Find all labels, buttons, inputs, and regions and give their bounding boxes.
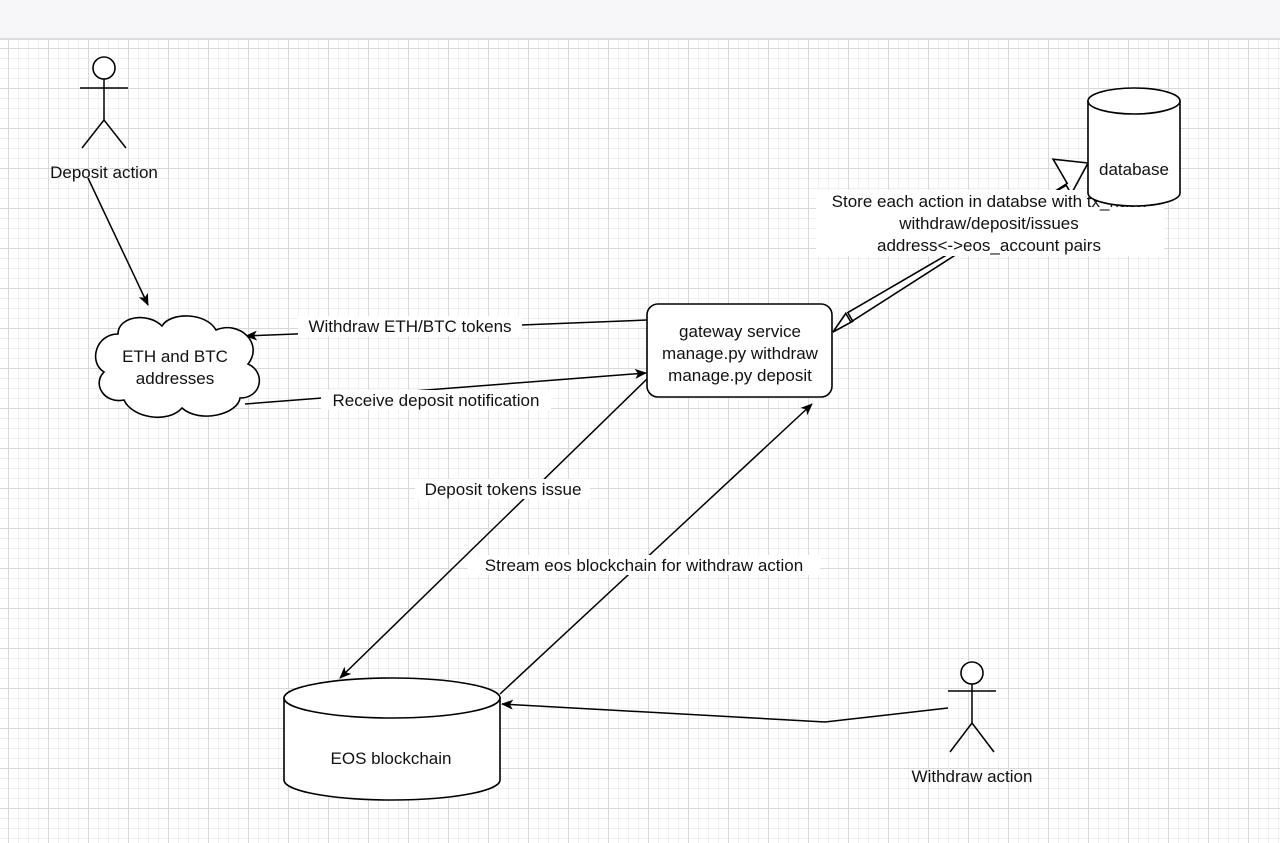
- top-toolbar: [0, 0, 1280, 40]
- deposit-actor-icon[interactable]: [80, 56, 128, 149]
- edge-label-store-action-line2: withdraw/deposit/issues: [898, 214, 1079, 233]
- edge-deposit-to-addresses[interactable]: [87, 177, 149, 306]
- label-bg-deposit-issue: [415, 479, 590, 499]
- edge-eos-to-gateway[interactable]: [499, 403, 813, 695]
- gateway-service-line2: manage.py withdraw: [662, 344, 819, 363]
- edge-label-deposit-issue: Deposit tokens issue: [425, 480, 582, 499]
- database-label: database: [1099, 160, 1169, 179]
- eth-btc-cloud-line1: ETH and BTC: [122, 347, 228, 366]
- eos-blockchain-cylinder[interactable]: [283, 677, 501, 801]
- edge-label-receive-deposit: Receive deposit notification: [333, 391, 540, 410]
- label-bg-receive-deposit: [321, 390, 551, 410]
- eos-blockchain-label: EOS blockchain: [331, 749, 452, 768]
- gateway-service-box[interactable]: [646, 303, 833, 398]
- edge-gateway-to-eos[interactable]: [339, 377, 649, 679]
- withdraw-actor-label: Withdraw action: [912, 767, 1033, 786]
- edge-label-withdraw-tokens: Withdraw ETH/BTC tokens: [308, 317, 511, 336]
- eth-btc-cloud-shape[interactable]: [94, 315, 261, 418]
- edge-label-store-action-line3: address<->eos_account pairs: [877, 236, 1101, 255]
- edge-withdraw-to-eos[interactable]: [501, 699, 949, 723]
- edge-label-stream-eos: Stream eos blockchain for withdraw actio…: [485, 556, 803, 575]
- withdraw-actor-icon[interactable]: [948, 661, 996, 753]
- gateway-service-line3: manage.py deposit: [668, 366, 812, 385]
- edge-database-to-gateway[interactable]: [832, 158, 1090, 333]
- edge-addresses-to-gateway[interactable]: [244, 368, 647, 405]
- eth-btc-cloud-line2: addresses: [136, 369, 214, 388]
- edge-label-store-action-line1: Store each action in databse with tx_has…: [832, 192, 1147, 211]
- deposit-actor-label: Deposit action: [50, 163, 158, 182]
- label-bg-stream-eos: [468, 555, 820, 575]
- database-cylinder[interactable]: [1087, 87, 1181, 207]
- gateway-service-line1: gateway service: [679, 322, 801, 341]
- label-bg-withdraw-tokens: [298, 316, 522, 336]
